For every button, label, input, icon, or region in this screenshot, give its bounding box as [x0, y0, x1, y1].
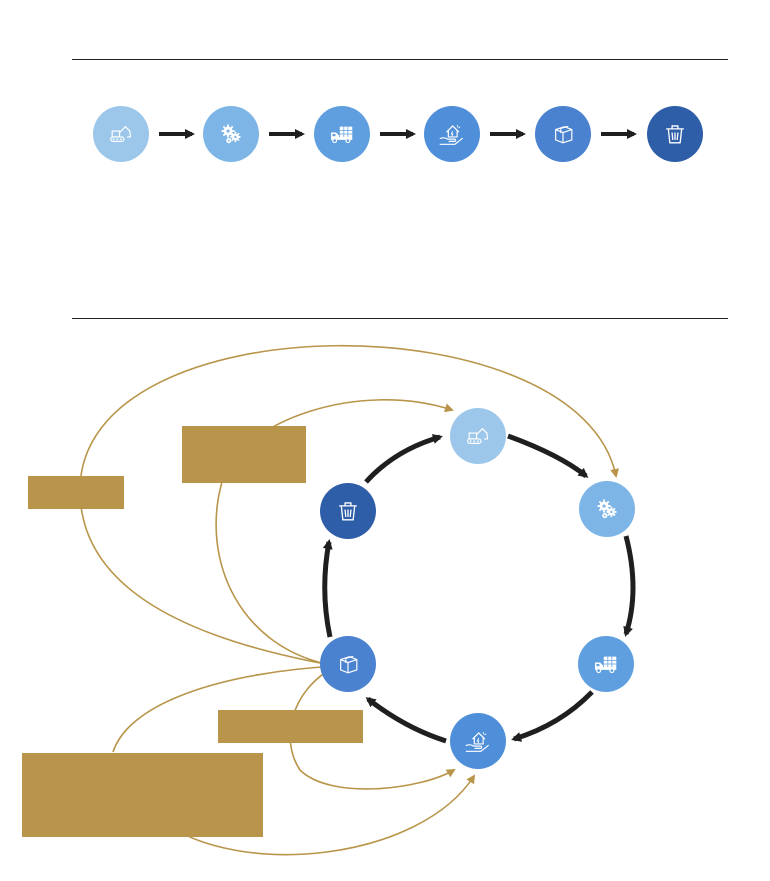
cycle-arrow — [365, 697, 447, 744]
cycle-arrows — [322, 433, 636, 744]
cycle-stage-node — [578, 636, 634, 692]
linear-stage-node — [203, 106, 259, 162]
linear-stage-node — [93, 106, 149, 162]
cycle-arrow — [364, 434, 443, 484]
label-box-2 — [28, 476, 124, 509]
cycle-arrow — [322, 539, 333, 638]
middle-divider — [72, 318, 728, 319]
connector-label-to-handhouse — [159, 774, 476, 856]
label-box-1 — [182, 426, 306, 483]
cycle-arrow — [507, 433, 589, 478]
linear-chain — [93, 106, 703, 162]
linear-stage-circle — [93, 106, 149, 162]
cycle-stage-node — [450, 408, 506, 464]
cycle-stage-node — [320, 483, 376, 539]
connector-box-to-handhouse — [289, 665, 456, 790]
cycle-arrow — [623, 535, 636, 637]
cycle-stage-node — [579, 481, 635, 537]
connector-box-to-label — [112, 665, 337, 753]
cycle-arrow — [511, 690, 594, 742]
connector-box-to-gears — [79, 344, 619, 667]
label-box-3 — [218, 710, 363, 743]
linear-stage-node — [535, 106, 591, 162]
cycle-stage-circle — [450, 408, 506, 464]
linear-stage-node — [424, 106, 480, 162]
cycle-stage-node — [450, 713, 506, 769]
label-box-4 — [22, 753, 263, 837]
linear-stage-node — [314, 106, 370, 162]
top-divider — [72, 59, 728, 60]
cycle-stage-node — [320, 636, 376, 692]
linear-stage-node — [647, 106, 703, 162]
